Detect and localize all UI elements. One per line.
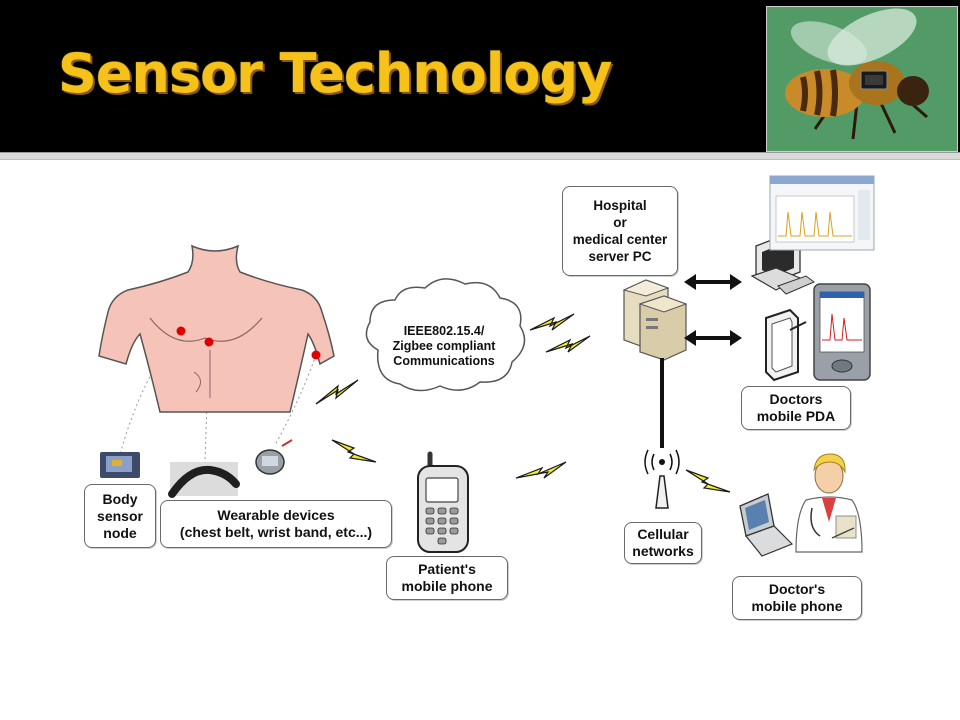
hospital-label-line: Hospital (593, 198, 647, 213)
hospital-label-line: or (613, 215, 627, 230)
patient-phone-label-line: Patient's (418, 561, 476, 577)
patient-phone-label-line: mobile phone (401, 578, 493, 594)
sensor-dot (204, 337, 214, 347)
wearable-label-line: (chest belt, wrist band, etc...) (179, 524, 373, 540)
cell-tower-icon (644, 449, 680, 509)
cloud-label-line: Communications (393, 354, 495, 368)
doctor-phone-label-line: Doctor's (768, 581, 826, 597)
bee-with-sensor-photo (766, 6, 958, 152)
doctor-phone-label-line: mobile phone (751, 598, 843, 614)
slide-title: Sensor Technology (58, 42, 612, 105)
lightning-icon (315, 313, 731, 493)
laptop-icon (739, 493, 794, 557)
wearable-label-line: Wearable devices (217, 507, 335, 523)
sensor-dot (176, 326, 186, 336)
cellular-label-line: Cellular (637, 526, 689, 542)
hospital-label-line: server PC (588, 249, 652, 264)
pda-icon (813, 283, 871, 381)
doctors-pda-label-line: Doctors (769, 391, 823, 407)
mobile-phone-icon (417, 451, 469, 553)
cloud-label-line: IEEE802.15.4/ (403, 324, 485, 338)
tablet-icon (765, 308, 807, 382)
body-sensor-label-box: Body sensor node (84, 484, 156, 548)
cloud-label-line: Zigbee compliant (392, 339, 496, 353)
cloud-label: IEEE802.15.4/ Zigbee compliant Communica… (378, 324, 510, 369)
doctor-phone-label-box: Doctor's mobile phone (732, 576, 862, 620)
server-icon (622, 279, 688, 361)
hospital-label-box: Hospital or medical center server PC (562, 186, 678, 276)
doctor-icon (795, 453, 863, 553)
patient-phone-label-box: Patient's mobile phone (386, 556, 508, 600)
torso-icon (98, 244, 335, 413)
cellular-label-line: networks (632, 543, 694, 559)
body-sensor-label-line: node (103, 524, 137, 541)
sensor-dot (311, 350, 321, 360)
cloud-icon (365, 278, 526, 392)
header-divider (0, 152, 960, 160)
cellular-networks-label-box: Cellular networks (624, 522, 702, 564)
doctors-pda-label-line: mobile PDA (756, 408, 836, 424)
doctors-pda-label-box: Doctors mobile PDA (741, 386, 851, 430)
hospital-label-line: medical center (572, 232, 668, 247)
chest-belt-icon (168, 462, 240, 498)
body-sensor-label-line: Body (102, 490, 138, 507)
double-arrow-icon (684, 274, 742, 346)
wrist-band-icon (255, 439, 293, 475)
sensor-node-icon (100, 452, 140, 478)
body-sensor-label-line: sensor (97, 507, 143, 524)
monitoring-screen-icon (769, 175, 875, 251)
wearable-devices-label-box: Wearable devices (chest belt, wrist band… (160, 500, 392, 548)
